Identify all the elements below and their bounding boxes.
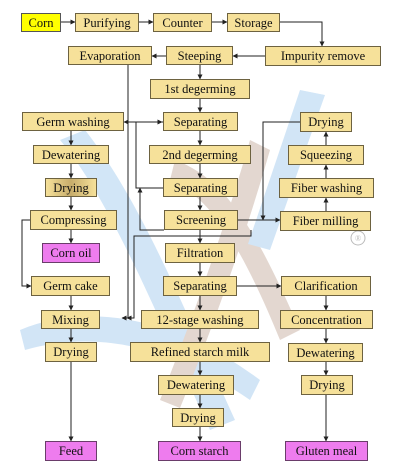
node-storage[interactable]: Storage	[227, 13, 280, 32]
edge-fiber-return	[260, 121, 300, 221]
node-corn[interactable]: Corn	[21, 13, 61, 32]
node-evaporation[interactable]: Evaporation	[68, 46, 152, 65]
edge-storage-impurity	[280, 21, 325, 47]
node-compressing[interactable]: Compressing	[30, 210, 117, 230]
node-12-stage-washing[interactable]: 12-stage washing	[141, 310, 259, 329]
node-dewatering-starch[interactable]: Dewatering	[158, 375, 234, 395]
node-drying-gluten[interactable]: Drying	[301, 375, 353, 395]
node-separating-1[interactable]: Separating	[163, 112, 238, 131]
node-concentration[interactable]: Concentration	[280, 310, 373, 329]
node-germ-cake[interactable]: Germ cake	[31, 276, 110, 296]
node-refined-starch-milk[interactable]: Refined starch milk	[130, 342, 270, 362]
node-squeezing[interactable]: Squeezing	[288, 145, 364, 165]
node-separating-2[interactable]: Separating	[163, 178, 238, 197]
node-drying-starch[interactable]: Drying	[172, 408, 224, 427]
node-drying-germ[interactable]: Drying	[45, 178, 97, 197]
edge-screening-recycle	[137, 187, 164, 231]
node-feed[interactable]: Feed	[45, 441, 97, 461]
node-corn-starch[interactable]: Corn starch	[158, 441, 241, 461]
node-separating-3[interactable]: Separating	[163, 276, 237, 296]
node-purifying[interactable]: Purifying	[75, 13, 139, 32]
node-screening[interactable]: Screening	[164, 210, 238, 230]
node-gluten-meal[interactable]: Gluten meal	[285, 441, 368, 461]
node-filtration[interactable]: Filtration	[165, 243, 235, 263]
node-impurity-remove[interactable]: Impurity remove	[265, 46, 381, 66]
node-2nd-degerming[interactable]: 2nd degerming	[149, 145, 251, 164]
edge-separating2-recycle	[135, 119, 163, 189]
node-corn-oil[interactable]: Corn oil	[42, 243, 100, 263]
node-dewatering-germ[interactable]: Dewatering	[33, 145, 109, 164]
node-dewatering-gluten[interactable]: Dewatering	[288, 343, 363, 362]
node-steeping[interactable]: Steeping	[166, 46, 233, 65]
node-germ-washing[interactable]: Germ washing	[22, 112, 124, 131]
node-mixing[interactable]: Mixing	[41, 310, 100, 329]
node-counter[interactable]: Counter	[153, 13, 212, 32]
edge-compressing-germ-cake	[21, 219, 32, 289]
node-drying-feed[interactable]: Drying	[45, 342, 97, 362]
node-clarification[interactable]: Clarification	[281, 276, 371, 296]
node-fiber-washing[interactable]: Fiber washing	[279, 178, 374, 198]
node-1st-degerming[interactable]: 1st degerming	[150, 79, 250, 99]
edge-evaporation-mixing	[126, 65, 132, 321]
edge-fiber-to-mixing	[121, 230, 252, 321]
node-drying-fiber[interactable]: Drying	[300, 112, 352, 132]
node-fiber-milling[interactable]: Fiber milling	[280, 211, 371, 231]
